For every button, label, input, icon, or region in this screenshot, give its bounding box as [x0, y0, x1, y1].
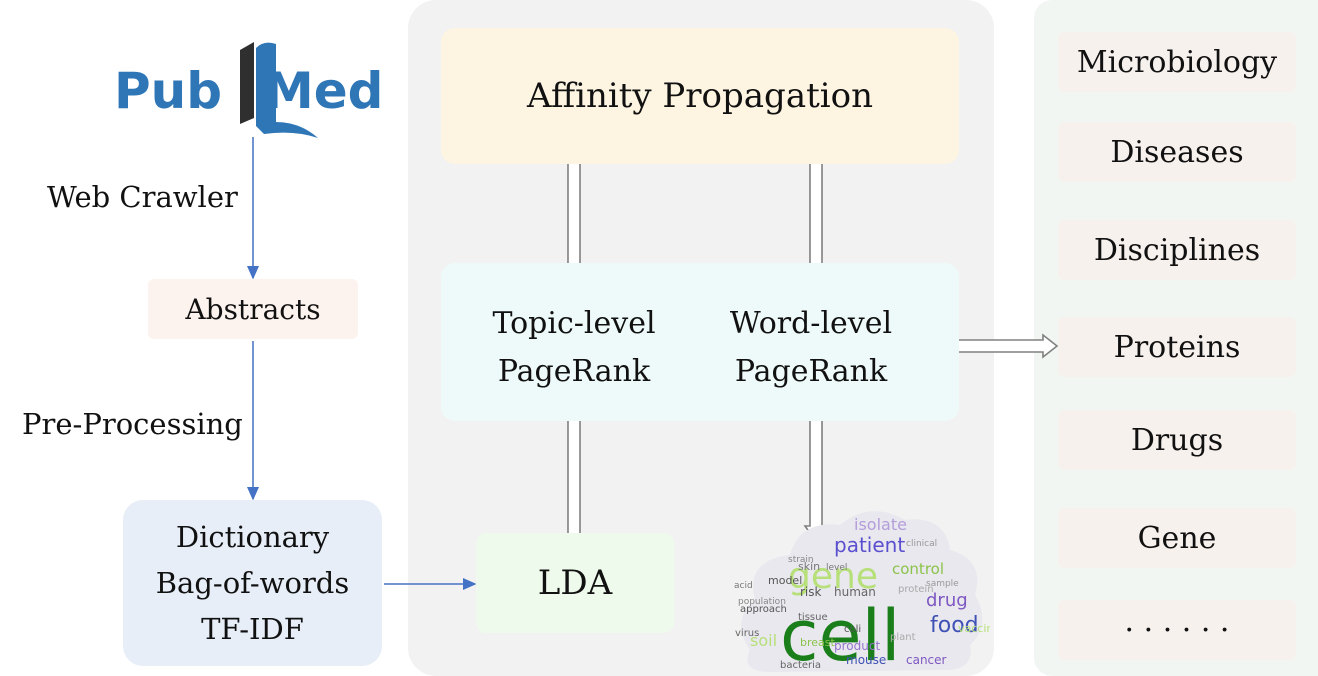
hollow-arrow-lda-to-topic [561, 403, 587, 554]
wordcloud-word-0: cell [780, 595, 900, 676]
category-1: Diseases [1058, 122, 1296, 182]
wordcloud-word-28: protein [898, 584, 934, 595]
category-6: · · · · · · [1058, 600, 1296, 660]
lda-box: LDA [476, 533, 674, 633]
tf-idf-line: TF-IDF [201, 612, 304, 646]
wordcloud-word-20: model [768, 574, 802, 587]
wordcloud-word-16: soil [750, 631, 777, 650]
wordcloud-word-7: human [834, 585, 876, 599]
wordcloud-word-25: clinical [906, 539, 937, 549]
dictionary-box: Dictionary Bag-of-words TF-IDF [123, 500, 382, 666]
pagerank-box: Topic-level PageRank Word-level PageRank [441, 263, 959, 421]
wordcloud-word-18: approach [740, 604, 787, 615]
wordcloud-word-19: population [738, 597, 786, 607]
wordcloud-word-10: cancer [906, 653, 947, 667]
logo-book-cover [256, 42, 318, 138]
category-4: Drugs [1058, 410, 1296, 470]
wordcloud-word-21: skin [798, 560, 820, 573]
wordcloud-word-3: isolate [854, 515, 907, 534]
wordcloud-word-11: bacteria [780, 660, 821, 671]
wordcloud-word-15: virus [735, 628, 759, 639]
wordcloud-word-6: food [930, 613, 979, 638]
category-0: Microbiology [1058, 32, 1296, 92]
wordcloud-word-29: sample [926, 579, 959, 589]
word-pagerank-line-2: PageRank [734, 354, 888, 389]
wordcloud-word-2: patient [834, 533, 905, 557]
wordcloud-word-22: acid [734, 581, 753, 591]
pre-processing-label: Pre-Processing [22, 407, 243, 441]
wordcloud-word-9: mouse [846, 653, 886, 667]
category-5: Gene [1058, 508, 1296, 568]
wordcloud-word-14: product [834, 639, 880, 653]
topic-pagerank-line-2: PageRank [497, 354, 651, 389]
logo-book-spine [240, 42, 254, 124]
wordcloud-word-26: vaccine [958, 622, 990, 635]
wordcloud-word-13: breast [800, 636, 836, 649]
wordcloud-word-23: strain [788, 555, 814, 565]
wordcloud-word-12: coli [844, 624, 861, 635]
topic-pagerank-line-1: Topic-level [492, 306, 656, 341]
word-pagerank-line-1: Word-level [729, 306, 893, 341]
abstracts-box: Abstracts [148, 279, 358, 339]
wordcloud-word-5: drug [926, 590, 968, 611]
logo-text-pub: Pub [114, 62, 222, 120]
bag-of-words-line: Bag-of-words [155, 566, 350, 600]
wordcloud-word-17: tissue [798, 612, 828, 623]
logo-text-med: Med [264, 62, 383, 120]
wordcloud-word-4: control [892, 560, 944, 578]
category-2: Disciplines [1058, 220, 1296, 280]
topic-pagerank-label: Topic-level PageRank [474, 300, 674, 396]
wordcloud-word-8: risk [800, 585, 822, 599]
affinity-propagation-box: Affinity Propagation [441, 28, 959, 164]
web-crawler-label: Web Crawler [47, 180, 238, 214]
cloud-shape [741, 511, 983, 672]
wordcloud-word-1: gene [788, 556, 878, 597]
category-3: Proteins [1058, 317, 1296, 377]
wordcloud-word-27: plant [890, 632, 916, 643]
word-pagerank-label: Word-level PageRank [711, 300, 911, 396]
wordcloud-word-24: level [826, 563, 847, 573]
dictionary-line: Dictionary [175, 520, 330, 554]
pubmed-logo: Pub Med [114, 38, 394, 138]
